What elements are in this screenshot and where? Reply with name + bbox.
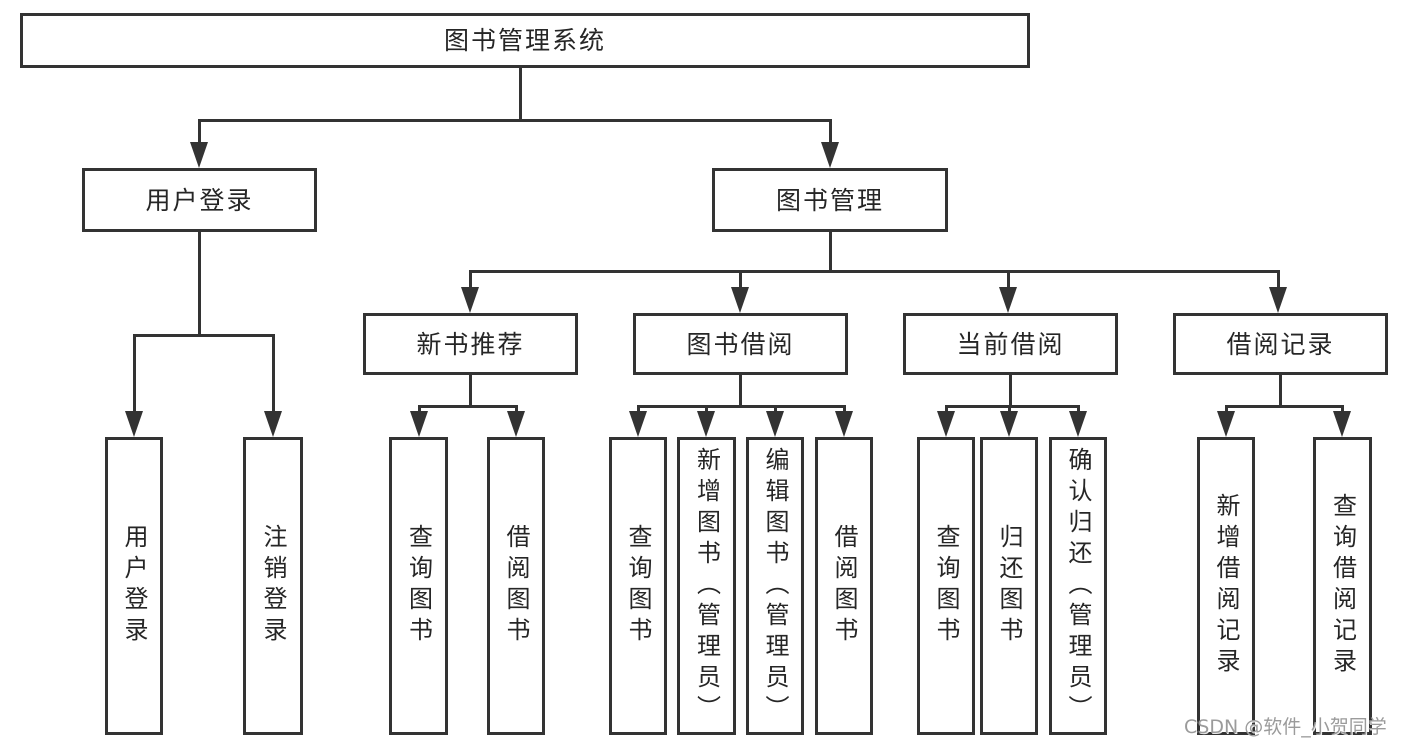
- connector-line: [1007, 270, 1010, 290]
- connector-line: [133, 334, 275, 337]
- node-leaf-label: 编辑图书（管理员）: [761, 446, 789, 726]
- connector-line: [1225, 405, 1344, 408]
- connector-line: [133, 334, 136, 414]
- arrow-down-icon: [1069, 411, 1087, 437]
- connector-line: [469, 373, 472, 407]
- connector-line: [198, 230, 201, 336]
- node-leaf-label: 归还图书: [995, 524, 1023, 648]
- connector-line: [1277, 270, 1280, 290]
- connector-line: [519, 66, 522, 122]
- node-leaf-query-books-current: 查询图书: [917, 437, 975, 735]
- arrow-down-icon: [937, 411, 955, 437]
- connector-line: [198, 119, 201, 147]
- arrow-down-icon: [1217, 411, 1235, 437]
- connector-line: [705, 405, 708, 414]
- arrow-down-icon: [1269, 287, 1287, 313]
- node-leaf-label: 查询借阅记录: [1328, 493, 1357, 679]
- connector-line: [418, 405, 518, 408]
- node-leaf-label: 注销登录: [259, 524, 287, 648]
- connector-line: [637, 405, 640, 414]
- arrow-down-icon: [999, 287, 1017, 313]
- connector-line: [469, 270, 472, 290]
- arrow-down-icon: [766, 411, 784, 437]
- arrow-down-icon: [731, 287, 749, 313]
- node-leaf-label: 确认归还（管理员）: [1064, 446, 1092, 726]
- arrow-down-icon: [410, 411, 428, 437]
- arrow-down-icon: [1000, 411, 1018, 437]
- node-leaf-user-login: 用户登录: [105, 437, 163, 735]
- arrow-down-icon: [1333, 411, 1351, 437]
- connector-line: [843, 405, 846, 414]
- node-leaf-logout: 注销登录: [243, 437, 303, 735]
- connector-line: [198, 119, 832, 122]
- arrow-down-icon: [461, 287, 479, 313]
- node-leaf-label: 查询图书: [624, 524, 652, 648]
- node-leaf-edit-books-admin: 编辑图书（管理员）: [746, 437, 804, 735]
- connector-line: [1008, 405, 1011, 414]
- arrow-down-icon: [821, 142, 839, 168]
- node-leaf-label: 查询图书: [932, 524, 960, 648]
- node-leaf-borrow-books-recommend: 借阅图书: [487, 437, 545, 735]
- node-root: 图书管理系统: [20, 13, 1030, 68]
- connector-line: [272, 334, 275, 414]
- node-book-borrowing-label: 图书借阅: [686, 329, 795, 359]
- arrow-down-icon: [264, 411, 282, 437]
- connector-line: [829, 119, 832, 147]
- node-current-borrowing: 当前借阅: [903, 313, 1118, 375]
- node-leaf-label: 新增图书（管理员）: [692, 446, 721, 726]
- connector-line: [739, 270, 742, 290]
- arrow-down-icon: [125, 411, 143, 437]
- node-leaf-confirm-return-admin: 确认归还（管理员）: [1049, 437, 1107, 735]
- node-leaf-query-books-borrowing: 查询图书: [609, 437, 667, 735]
- node-book-management: 图书管理: [712, 168, 948, 232]
- node-book-borrowing: 图书借阅: [633, 313, 848, 375]
- arrow-down-icon: [507, 411, 525, 437]
- connector-line: [739, 373, 742, 407]
- connector-line: [418, 405, 421, 414]
- node-borrowing-records-label: 借阅记录: [1226, 329, 1335, 359]
- node-user-login: 用户登录: [82, 168, 317, 232]
- node-leaf-add-books-admin: 新增图书（管理员）: [677, 437, 736, 735]
- connector-line: [515, 405, 518, 414]
- connector-line: [1077, 405, 1080, 414]
- node-leaf-borrow-books-borrowing: 借阅图书: [815, 437, 873, 735]
- arrow-down-icon: [697, 411, 715, 437]
- connector-line: [469, 270, 1280, 273]
- node-leaf-label: 新增借阅记录: [1212, 493, 1240, 679]
- node-leaf-return-books: 归还图书: [980, 437, 1038, 735]
- arrow-down-icon: [629, 411, 647, 437]
- node-book-management-label: 图书管理: [775, 185, 884, 215]
- node-borrowing-records: 借阅记录: [1173, 313, 1388, 375]
- watermark: CSDN @软件_小贺同学: [1184, 716, 1387, 738]
- node-root-label: 图书管理系统: [443, 26, 606, 55]
- arrow-down-icon: [835, 411, 853, 437]
- node-current-borrowing-label: 当前借阅: [956, 329, 1065, 359]
- connector-line: [637, 405, 846, 408]
- connector-line: [774, 405, 777, 414]
- node-leaf-label: 查询图书: [404, 524, 433, 648]
- connector-line: [1009, 373, 1012, 407]
- node-leaf-add-borrow-record: 新增借阅记录: [1197, 437, 1255, 735]
- node-leaf-label: 借阅图书: [830, 524, 858, 648]
- node-new-book-recommendation-label: 新书推荐: [416, 329, 525, 359]
- node-leaf-query-borrow-record: 查询借阅记录: [1313, 437, 1372, 735]
- connector-line: [945, 405, 948, 414]
- connector-line: [829, 230, 832, 273]
- node-leaf-label: 借阅图书: [502, 524, 530, 648]
- connector-line: [1225, 405, 1228, 414]
- node-leaf-label: 用户登录: [120, 524, 148, 648]
- connector-line: [1279, 373, 1282, 407]
- node-leaf-query-books-recommend: 查询图书: [389, 437, 448, 735]
- node-user-login-label: 用户登录: [145, 185, 254, 215]
- connector-line: [945, 405, 1080, 408]
- arrow-down-icon: [190, 142, 208, 168]
- connector-line: [1341, 405, 1344, 414]
- node-new-book-recommendation: 新书推荐: [363, 313, 578, 375]
